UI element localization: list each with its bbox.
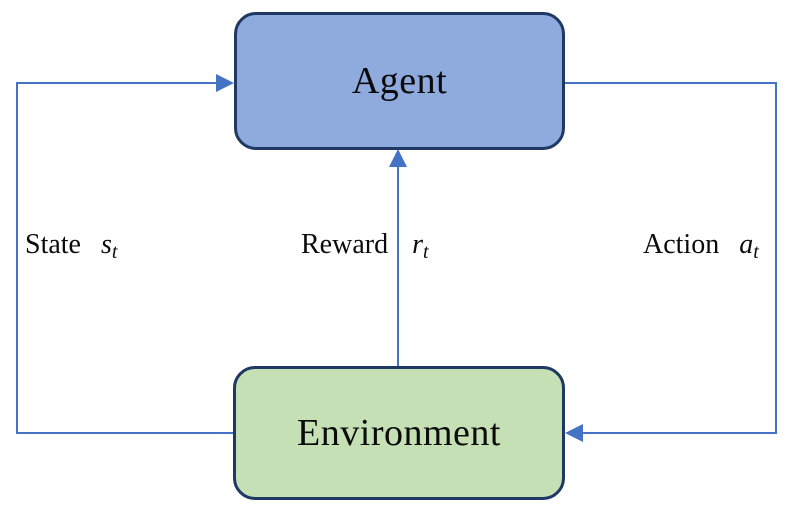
- environment-node-label: Environment: [297, 412, 501, 454]
- state-symbol: st: [101, 229, 118, 263]
- agent-node: Agent: [234, 12, 565, 150]
- environment-node: Environment: [233, 366, 565, 500]
- agent-node-label: Agent: [351, 60, 448, 102]
- state-edge-top-horizontal-line: [16, 82, 216, 84]
- action-edge-vertical-line: [775, 82, 777, 434]
- action-edge-bottom-horizontal-line: [583, 432, 777, 434]
- action-edge-label: Action at: [643, 228, 759, 262]
- reward-arrowhead-up-icon: [389, 149, 407, 167]
- action-edge-top-horizontal-line: [565, 82, 777, 84]
- reward-symbol: rt: [412, 229, 429, 263]
- state-edge-bottom-horizontal-line: [16, 432, 233, 434]
- reward-edge-label: Reward rt: [301, 228, 429, 262]
- state-edge-vertical-line: [16, 82, 18, 434]
- reward-edge-vertical-line: [397, 166, 399, 366]
- state-arrowhead-right-icon: [216, 74, 234, 92]
- state-label-text: State: [25, 229, 81, 260]
- reward-label-text: Reward: [301, 229, 389, 260]
- action-label-text: Action: [643, 229, 720, 260]
- action-symbol: at: [739, 229, 759, 263]
- action-arrowhead-left-icon: [565, 424, 583, 442]
